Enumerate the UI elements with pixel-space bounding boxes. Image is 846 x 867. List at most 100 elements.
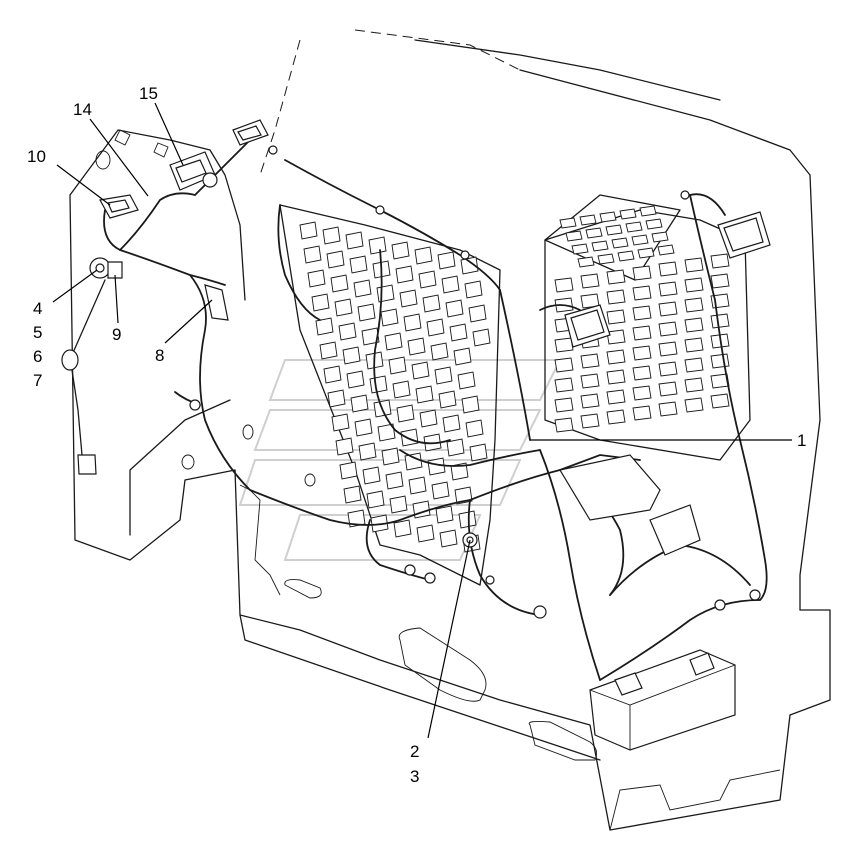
grid-cell (645, 218, 663, 230)
grid-cell (658, 381, 678, 397)
grid-cell (376, 284, 395, 303)
grid-cell (599, 211, 617, 223)
grid-cell (357, 303, 376, 322)
grid-cell (684, 317, 704, 333)
callout-9: 9 (112, 325, 121, 344)
grid-cell (580, 413, 600, 429)
grid-cell (323, 365, 342, 384)
component-rear-light-right (717, 211, 771, 259)
grid-cell (580, 353, 600, 369)
component-top-light (232, 119, 269, 146)
grid-cell (571, 243, 589, 255)
grid-cell (606, 409, 626, 425)
grid-cell (710, 313, 730, 329)
grid-cell (396, 404, 415, 423)
rear-window-grid-left (279, 204, 501, 586)
grid-cell (362, 466, 381, 485)
grid-cell (637, 247, 655, 259)
grid-cell (311, 293, 330, 312)
grid-cell (426, 318, 445, 337)
callout-1: 1 (797, 431, 806, 450)
grid-cell (579, 214, 597, 226)
callout-14: 14 (73, 100, 92, 119)
grid-cell (559, 217, 577, 229)
grid-cell (411, 361, 430, 380)
side-panel-cutouts (95, 129, 598, 761)
grid-cell (366, 490, 385, 509)
grid-cell (684, 297, 704, 313)
grid-cell (338, 322, 357, 341)
grid-cell (377, 423, 396, 442)
grid-cell (465, 419, 484, 438)
top-vent-grid (544, 194, 681, 281)
grid-cell (353, 279, 372, 298)
grid-cell (327, 389, 346, 408)
grid-cell (606, 289, 626, 305)
grid-cell (412, 500, 431, 519)
grid-cell (565, 230, 583, 242)
leader-lines (52, 102, 792, 739)
grid-cell (331, 413, 350, 432)
component-float-sender (61, 279, 106, 475)
callout-4: 4 (33, 299, 42, 318)
grid-cell (554, 277, 574, 293)
grid-cell (435, 505, 454, 524)
grid-cell (597, 253, 615, 265)
callout-15: 15 (139, 84, 158, 103)
cab-outline (69, 29, 831, 831)
grid-cell (407, 337, 426, 356)
grid-cell (299, 221, 318, 240)
grid-cell (315, 317, 334, 336)
grid-cell (393, 519, 412, 538)
grid-cell (580, 373, 600, 389)
callout-8: 8 (155, 346, 164, 365)
grid-cell (439, 529, 458, 548)
grid-cell (408, 476, 427, 495)
grid-cell (632, 345, 652, 361)
grid-cell (307, 269, 326, 288)
grid-cell (591, 240, 609, 252)
grid-cell (350, 394, 369, 413)
callout-10: 10 (27, 147, 46, 166)
grid-cells (299, 205, 730, 553)
grid-cell (658, 341, 678, 357)
grid-cell (658, 321, 678, 337)
grid-cell (468, 304, 487, 323)
component-8-clamp (204, 284, 229, 321)
grid-cell (384, 332, 403, 351)
grid-cell (381, 447, 400, 466)
grid-cell (346, 370, 365, 389)
grid-cell (658, 401, 678, 417)
component-4-switch (89, 257, 123, 279)
grid-cell (322, 226, 341, 245)
grid-cell (625, 221, 643, 233)
grid-cell (632, 385, 652, 401)
grid-cell (430, 342, 449, 361)
grid-cell (354, 418, 373, 437)
grid-cell (606, 389, 626, 405)
callout-5: 5 (33, 323, 42, 342)
component-15-light (169, 151, 218, 191)
grid-cell (458, 510, 477, 529)
grid-cell (658, 361, 678, 377)
grid-cell (345, 231, 364, 250)
grid-cell (392, 380, 411, 399)
grid-cell (619, 208, 637, 220)
grid-cell (343, 485, 362, 504)
grid-cell (632, 265, 652, 281)
grid-cell (605, 224, 623, 236)
grid-cell (651, 231, 669, 243)
grid-cell (632, 285, 652, 301)
grid-cell (449, 323, 468, 342)
grid-cell (391, 241, 410, 260)
component-10-light (99, 194, 139, 219)
grid-cell (414, 246, 433, 265)
grid-cell (632, 325, 652, 341)
grid-cell (585, 227, 603, 239)
grid-cell (334, 298, 353, 317)
grid-cell (580, 273, 600, 289)
grid-cell (639, 205, 657, 217)
grid-cell (606, 369, 626, 385)
grid-cell (404, 452, 423, 471)
grid-cell (453, 347, 472, 366)
